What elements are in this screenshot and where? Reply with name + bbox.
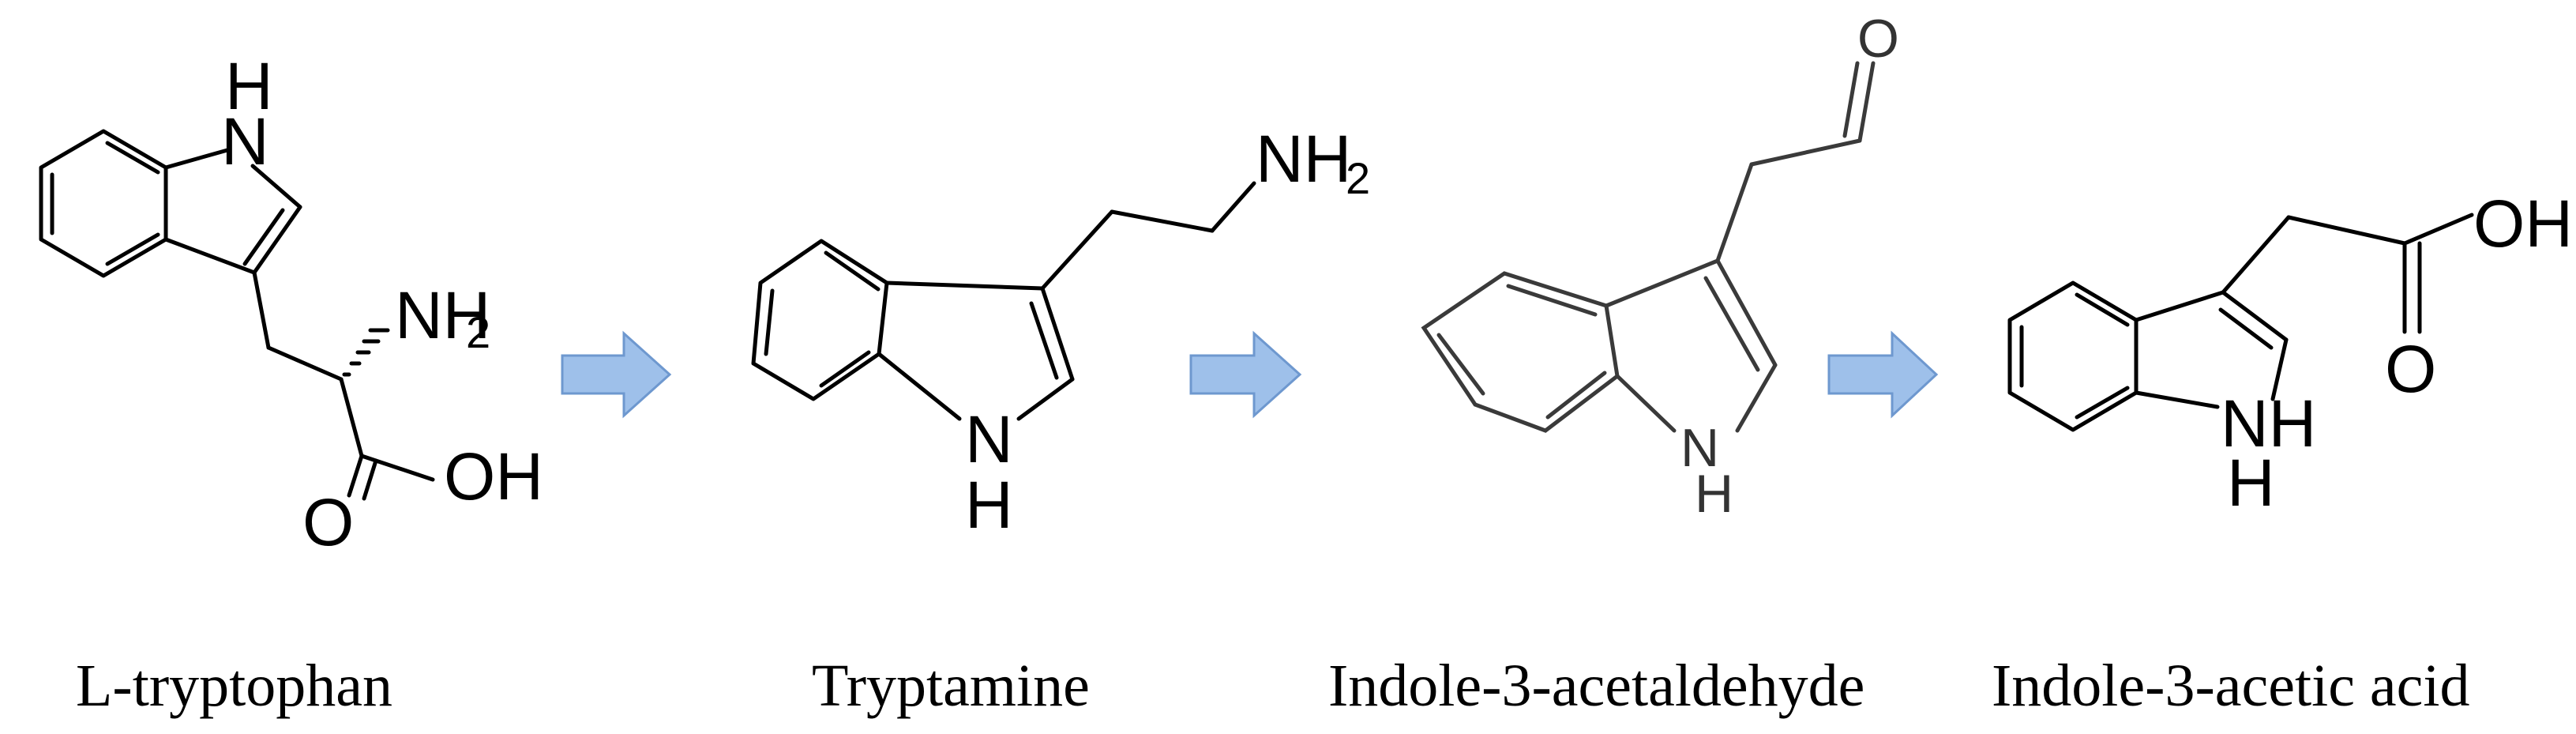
benzene-double-bond	[1436, 333, 1485, 396]
molecule-l-tryptophan: H N NH 2 O OH	[39, 49, 543, 559]
reaction-arrow-3	[1827, 330, 1939, 419]
benzene-ring	[751, 239, 889, 401]
atom-o: O	[1857, 9, 1899, 69]
molecule-indole-3-acetic-acid: NH H OH O	[2007, 186, 2573, 520]
atom-nh: NH	[2221, 386, 2316, 461]
pyrrole-double-bond	[1703, 276, 1760, 372]
carbonyl-double-bond	[1842, 61, 1860, 138]
atom-o: O	[302, 485, 354, 559]
side-chain-bond	[2221, 215, 2291, 295]
pyrrole-bond	[884, 280, 1045, 291]
caption-indole-3-acetic-acid: Indole-3-acetic acid	[1992, 653, 2470, 719]
atom-nh2: NH	[395, 278, 490, 352]
reaction-arrow-1	[561, 330, 672, 419]
side-chain-bond	[1749, 138, 1862, 167]
atom-h: H	[1695, 464, 1733, 524]
pyrrole-bond	[1016, 377, 1075, 421]
benzene-double-bond	[2075, 292, 2130, 327]
benzene-ring	[2007, 280, 2139, 432]
carboxyl-bond	[2402, 213, 2474, 246]
caption-l-tryptophan: L-tryptophan	[76, 653, 392, 719]
benzene-double-bond	[1506, 284, 1598, 317]
atom-h: H	[965, 468, 1013, 542]
reaction-arrow-2	[1189, 330, 1302, 419]
benzene-ring	[39, 129, 168, 278]
carbonyl-bond	[347, 454, 364, 498]
molecule-tryptamine: N H NH 2	[751, 122, 1370, 542]
benzene-double-bond	[764, 288, 775, 356]
atom-subscript-2: 2	[1346, 153, 1370, 203]
atom-h: H	[225, 49, 273, 123]
side-chain-bond	[1715, 162, 1754, 263]
pyrrole-bond	[2270, 337, 2289, 401]
pyrrole-bond	[1735, 363, 1778, 433]
side-chain-bond	[1110, 209, 1215, 233]
benzene-double-bond	[819, 350, 871, 388]
molecule-indole-3-acetaldehyde: N H O	[1421, 9, 1899, 524]
pyrrole-bond	[2134, 290, 2225, 322]
caption-tryptamine: Tryptamine	[812, 653, 1090, 719]
carbonyl-bond	[1857, 61, 1876, 143]
pyrrole-bond	[2221, 290, 2289, 342]
pyrrole-double-bond	[242, 208, 285, 266]
pyrrole-bond	[1715, 258, 1778, 367]
side-chain-bond	[1210, 181, 1256, 233]
benzene-double-bond	[105, 232, 160, 266]
pyrrole-bond	[250, 164, 302, 209]
side-chain-bond	[266, 345, 344, 382]
benzene-double-bond	[1545, 371, 1607, 420]
caption-indole-3-acetaldehyde: Indole-3-acetaldehyde	[1328, 653, 1864, 719]
pyrrole-bond	[1040, 286, 1075, 382]
pyrrole-bond	[1604, 258, 1720, 308]
atom-oh: OH	[444, 439, 543, 514]
carbonyl-double-bond	[362, 458, 378, 501]
hashed-wedge-bond	[342, 328, 390, 377]
pyrrole-double-bond	[1029, 301, 1059, 380]
atom-n: N	[221, 104, 269, 179]
side-chain-bond	[252, 270, 271, 350]
atom-n: N	[1680, 418, 1719, 478]
atom-oh: OH	[2473, 186, 2573, 261]
side-chain-bond	[1040, 209, 1114, 291]
atom-nh2: NH	[1256, 122, 1351, 196]
pyrrole-bond	[877, 352, 962, 421]
pyrrole-bond	[252, 205, 302, 275]
atom-h: H	[2227, 446, 2275, 520]
pyrrole-bond	[1615, 374, 1677, 433]
pyrrole-bond	[163, 148, 230, 170]
side-chain-bond	[2286, 215, 2407, 246]
pyrrole-double-bond	[2218, 307, 2274, 350]
benzene-double-bond	[824, 250, 881, 292]
carboxyl-bond	[359, 454, 435, 482]
atom-o: O	[2385, 332, 2436, 406]
pyrrole-bond	[163, 237, 257, 275]
side-chain-bond	[339, 377, 364, 458]
atom-subscript-2: 2	[466, 307, 490, 357]
atom-n: N	[965, 402, 1013, 476]
benzene-double-bond	[2075, 386, 2130, 420]
benzene-double-bond	[105, 141, 160, 175]
pyrrole-bond	[2134, 390, 2220, 409]
